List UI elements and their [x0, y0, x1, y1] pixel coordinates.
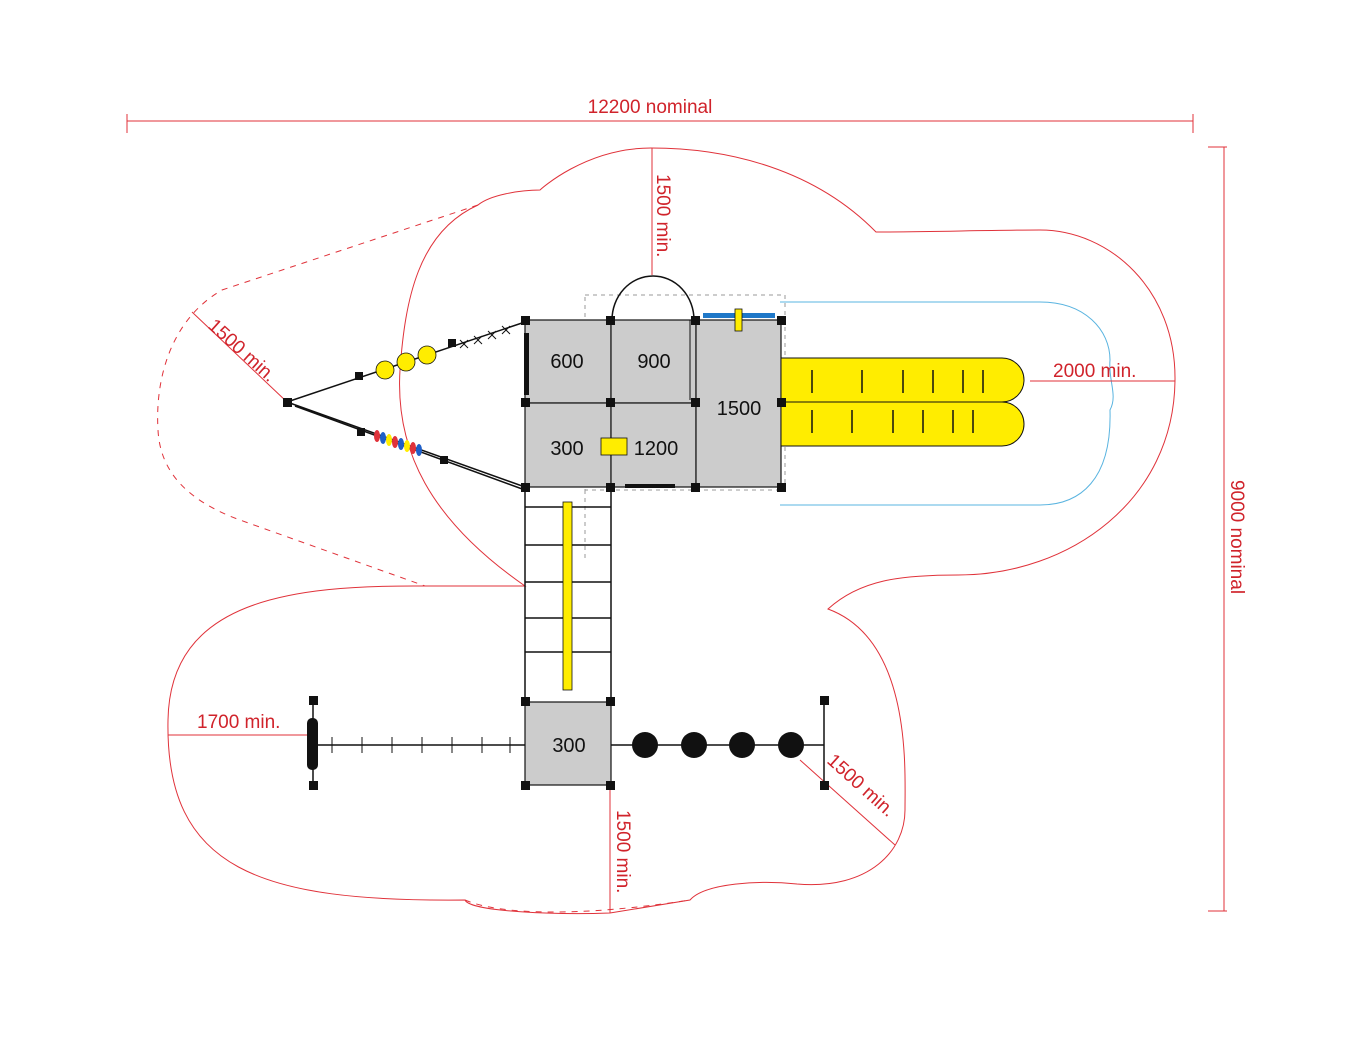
vertical-ladder	[524, 487, 612, 702]
arch	[611, 275, 695, 321]
width-dimension	[126, 114, 1194, 133]
clearance-bottom-label: 1500 min.	[612, 810, 633, 893]
slide-zone	[780, 301, 1114, 506]
clearance-slide-label: 2000 min.	[1053, 361, 1136, 382]
depth-dimension	[1208, 146, 1227, 912]
posts	[283, 316, 829, 790]
stepping-pods	[611, 700, 825, 785]
deck-300-lower	[524, 701, 612, 786]
clearance-left-line	[191, 311, 288, 403]
overall-width-label: 12200 nominal	[588, 97, 713, 118]
clearance-bottom-right-line	[799, 759, 896, 846]
clearance-bottom-left-label: 1700 min.	[197, 712, 280, 733]
deck-900-label: 900	[637, 351, 670, 373]
clearance-left-label: 1500 min.	[204, 315, 280, 386]
telescope	[734, 308, 743, 332]
clearance-bottom-right-label: 1500 min.	[823, 750, 899, 821]
deck-600	[524, 319, 612, 404]
front-panel	[625, 484, 675, 488]
double-slide	[780, 357, 1025, 447]
horizontal-ladder	[307, 700, 525, 785]
deck-300-lower-label: 300	[552, 735, 585, 757]
deck-1200-label: 1200	[634, 438, 679, 460]
clearance-top-label: 1500 min.	[652, 174, 673, 257]
climbing-ropes	[286, 321, 526, 491]
deck-300-upper-label: 300	[550, 438, 583, 460]
deck-600-label: 600	[550, 351, 583, 373]
safety-zone-left-dashed	[157, 204, 479, 587]
deck-1500-label: 1500	[717, 398, 762, 420]
steering-wheel	[600, 437, 628, 456]
overall-depth-label: 9000 nominal	[1226, 480, 1247, 594]
safety-zone-outline	[167, 147, 1176, 915]
safety-zone-bottom-dashed	[464, 899, 691, 913]
deck-300-upper	[524, 402, 612, 488]
side-panel	[524, 333, 529, 395]
